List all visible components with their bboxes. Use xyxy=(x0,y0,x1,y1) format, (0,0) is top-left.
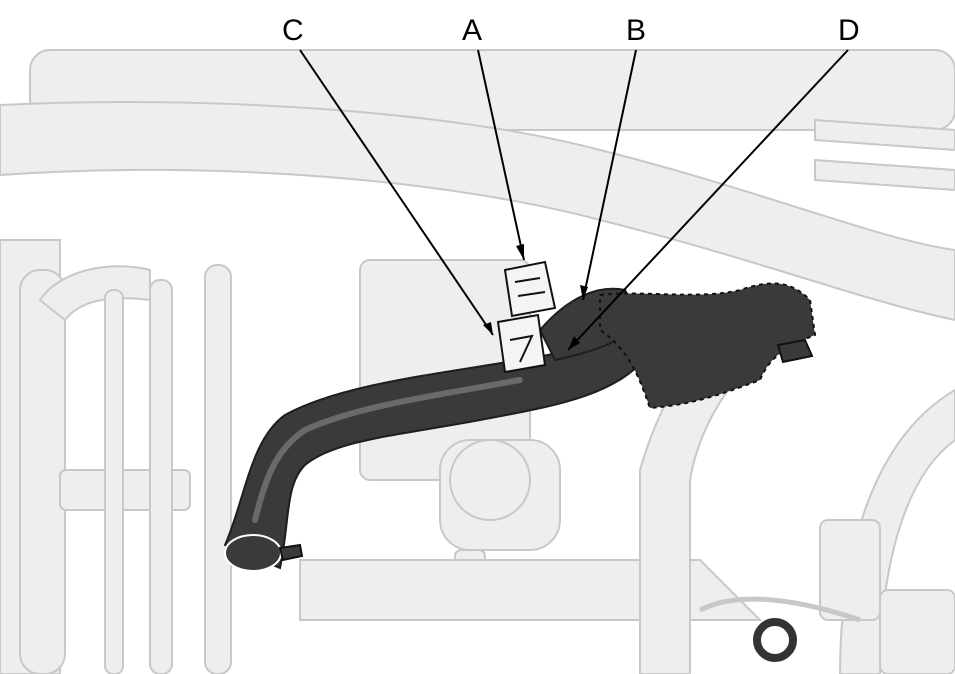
arrowhead-b xyxy=(580,285,588,300)
upper-frame-rail xyxy=(0,101,955,322)
arrowhead-a xyxy=(516,244,524,260)
arrowhead-c xyxy=(483,322,493,335)
clip-a-detail xyxy=(514,277,546,297)
clip-c-detail xyxy=(509,334,534,363)
leader-line-b xyxy=(582,49,637,301)
hose-end-lower xyxy=(224,534,282,572)
cable-loop xyxy=(698,596,861,623)
hose-highlight xyxy=(252,377,523,523)
valve-cap xyxy=(449,439,531,521)
arrowhead-d xyxy=(568,336,580,350)
callout-b: B xyxy=(626,14,646,47)
coolant-hose xyxy=(223,282,817,572)
leader-lines xyxy=(299,49,849,351)
callout-a: A xyxy=(462,14,482,47)
thin-pipe-2 xyxy=(149,279,173,674)
clip-assembly xyxy=(496,260,557,374)
thin-pipe-3 xyxy=(204,264,232,674)
upper-clamp xyxy=(776,338,814,364)
clip-a xyxy=(503,260,557,318)
leader-line-c xyxy=(299,49,494,336)
callout-d: D xyxy=(838,14,860,47)
left-pipe-elbow xyxy=(38,265,151,322)
grille-vents xyxy=(814,118,955,192)
plug-connector xyxy=(879,589,955,674)
leader-line-a xyxy=(477,49,525,261)
connector-block xyxy=(819,519,881,621)
thin-pipe-1 xyxy=(104,289,124,674)
leader-line-d xyxy=(567,49,849,351)
engine-bay-background xyxy=(0,49,955,674)
leader-arrowheads xyxy=(483,244,588,350)
callout-c: C xyxy=(282,14,304,47)
left-pipe-vertical xyxy=(19,269,66,674)
lower-clamp xyxy=(278,543,304,562)
clip-c xyxy=(496,313,547,374)
grommet xyxy=(753,618,797,662)
